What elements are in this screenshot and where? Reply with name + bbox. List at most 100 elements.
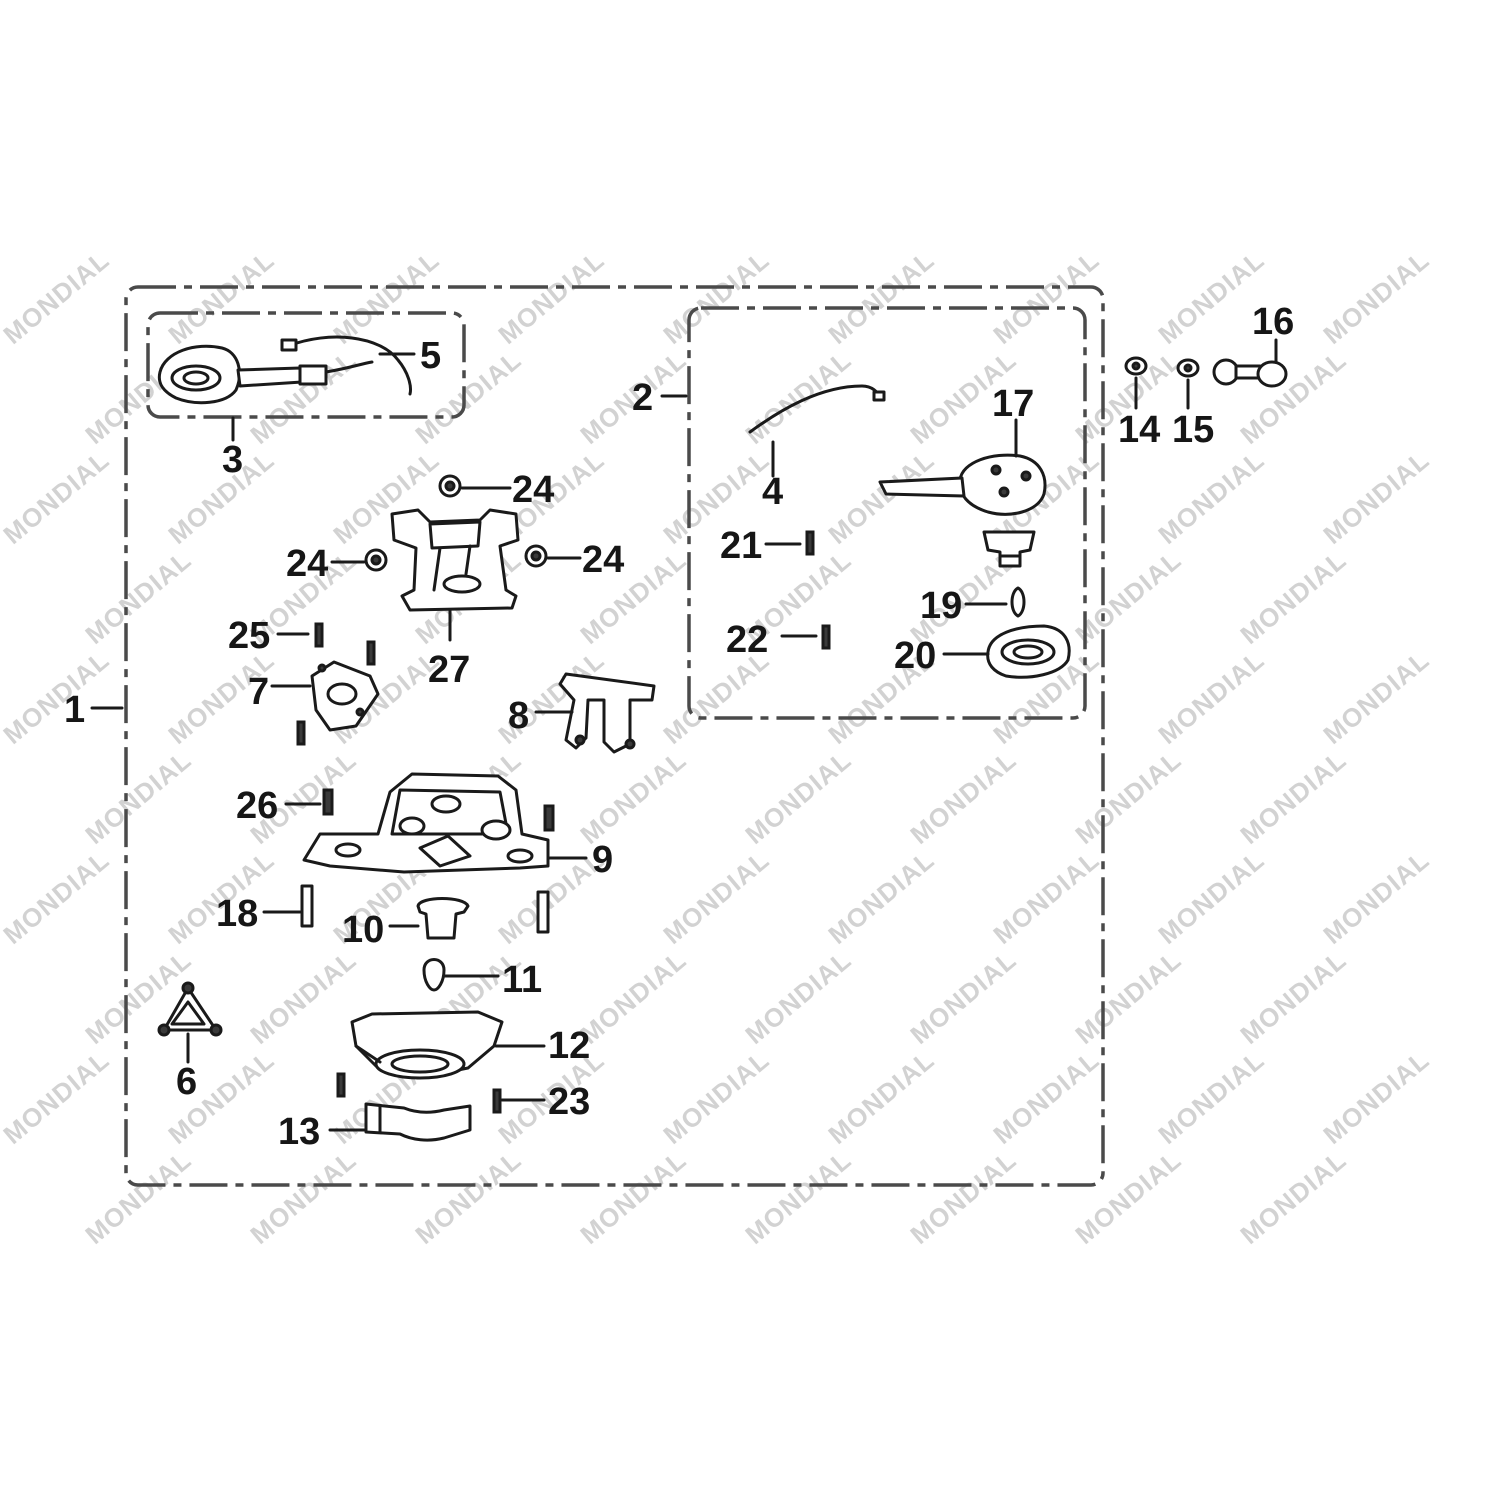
watermark-text: MONDIAL: [904, 744, 1022, 849]
watermark-text: MONDIAL: [574, 744, 692, 849]
callout-10: 10: [342, 909, 384, 951]
watermark-text: MONDIAL: [1152, 644, 1270, 749]
callout-9: 9: [592, 839, 613, 881]
watermark-text: MONDIAL: [1234, 344, 1352, 449]
watermark-text: MONDIAL: [657, 244, 775, 349]
watermark-text: MONDIAL: [1152, 444, 1270, 549]
watermark-text: MONDIAL: [739, 344, 857, 449]
watermark-text: MONDIAL: [904, 944, 1022, 1049]
assembly-3-frame: [146, 311, 466, 419]
watermark-text: MONDIAL: [244, 944, 362, 1049]
watermark-text: MONDIAL: [79, 744, 197, 849]
part-24-nuts: [364, 474, 548, 572]
part-19-bulb: [1010, 586, 1026, 618]
callout-6: 6: [176, 1061, 197, 1103]
callout-4: 4: [762, 471, 783, 513]
watermark-text: MONDIAL: [0, 444, 115, 549]
callout-27: 27: [428, 649, 470, 691]
watermark-text: MONDIAL: [822, 1044, 940, 1149]
watermark-text: MONDIAL: [1234, 944, 1352, 1049]
watermark-text: MONDIAL: [79, 1144, 197, 1249]
watermark-text: MONDIAL: [0, 1044, 115, 1149]
watermark-text: MONDIAL: [822, 844, 940, 949]
callout-labels: 1 2 3 4 5 6 7 8 9 10 11 12 13 14 15 16 1…: [64, 301, 1294, 1153]
part-27-bracket: [390, 508, 520, 612]
watermark-text: MONDIAL: [79, 544, 197, 649]
watermark-text: MONDIAL: [492, 244, 610, 349]
parts-21-22-screws: [805, 530, 831, 650]
callout-11: 11: [502, 959, 542, 1001]
watermark-text: MONDIAL: [0, 844, 115, 949]
watermark-text: MONDIAL: [987, 844, 1105, 949]
callout-5: 5: [420, 335, 441, 377]
callout-24-top: 24: [512, 469, 554, 511]
callout-15: 15: [1172, 409, 1214, 451]
callout-16: 16: [1252, 301, 1294, 343]
callout-8: 8: [508, 695, 529, 737]
callout-3: 3: [222, 439, 243, 481]
callout-25: 25: [228, 615, 270, 657]
callout-14: 14: [1118, 409, 1160, 451]
watermark-text: MONDIAL: [1317, 244, 1435, 349]
watermark-text: MONDIAL: [1234, 744, 1352, 849]
assembly-2-frame: [687, 306, 1087, 720]
watermark-text: MONDIAL: [574, 1144, 692, 1249]
part-20-lens: [986, 624, 1071, 679]
callout-13: 13: [278, 1111, 320, 1153]
callout-24-left: 24: [286, 543, 328, 585]
watermark-text: MONDIAL: [0, 244, 115, 349]
watermark-text: MONDIAL: [162, 244, 280, 349]
parts-23-screws: [336, 1072, 502, 1114]
watermark-text: MONDIAL: [1234, 1144, 1352, 1249]
leader-lines: [90, 338, 1278, 1132]
watermark-text: MONDIAL: [739, 944, 857, 1049]
parts-14-15-16-hardware: [1124, 356, 1288, 388]
part-17-lamp-housing: [878, 453, 1047, 516]
watermark-text: MONDIAL: [1069, 944, 1187, 1049]
watermark-text: MONDIAL: [822, 444, 940, 549]
part-13-gasket: [364, 1102, 472, 1142]
watermark-text: MONDIAL: [0, 644, 115, 749]
part-11-bulb: [422, 958, 446, 992]
watermark-text: MONDIAL: [1069, 1144, 1187, 1249]
part-9-base-plate: [302, 772, 550, 874]
callout-7: 7: [248, 671, 269, 713]
watermark-text: MONDIAL: [1152, 1044, 1270, 1149]
watermark-text: MONDIAL: [1234, 544, 1352, 649]
part-7-plate: [310, 660, 380, 732]
watermark-text: MONDIAL: [739, 1144, 857, 1249]
watermark-text: MONDIAL: [1317, 844, 1435, 949]
callout-12: 12: [548, 1025, 590, 1067]
callout-24-right: 24: [582, 539, 624, 581]
watermark-text: MONDIAL: [574, 944, 692, 1049]
part-3-lamp-unit: [157, 344, 374, 405]
callout-19: 19: [920, 585, 962, 627]
callout-20: 20: [894, 635, 936, 677]
watermark-text: MONDIAL: [1069, 544, 1187, 649]
watermark-text: MONDIAL: [739, 744, 857, 849]
callout-22: 22: [726, 619, 768, 661]
watermark-text: MONDIAL: [1317, 444, 1435, 549]
part-10-socket: [416, 897, 470, 940]
watermark-text: MONDIAL: [244, 344, 362, 449]
watermark-text: MONDIAL: [657, 844, 775, 949]
callout-1: 1: [64, 689, 85, 731]
callout-23: 23: [548, 1081, 590, 1123]
callout-17: 17: [992, 383, 1034, 425]
callout-2: 2: [632, 377, 653, 419]
part-12-lens-housing: [350, 1010, 504, 1080]
watermark-text: MONDIAL: [409, 1144, 527, 1249]
callout-21: 21: [720, 525, 762, 567]
watermark-text: MONDIAL: [79, 944, 197, 1049]
watermark-text: MONDIAL: [1317, 644, 1435, 749]
parts-25-screws: [296, 622, 376, 746]
watermark-text: MONDIAL: [1152, 844, 1270, 949]
watermark-text: MONDIAL: [987, 1044, 1105, 1149]
part-6-reflector: [157, 981, 223, 1037]
watermark-text: MONDIAL: [1069, 744, 1187, 849]
part-4-wire: [748, 384, 886, 434]
watermark-text: MONDIAL: [244, 1144, 362, 1249]
watermark-text: MONDIAL: [657, 1044, 775, 1149]
